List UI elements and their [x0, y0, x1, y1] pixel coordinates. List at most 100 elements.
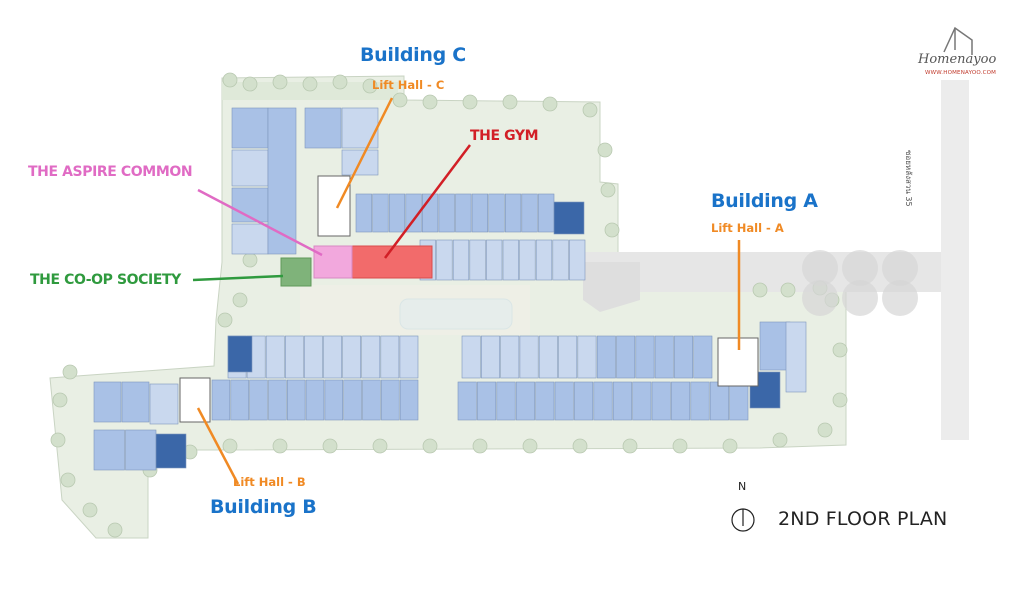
unit [227, 335, 253, 373]
unit [323, 335, 342, 379]
tree-icon [780, 282, 796, 298]
tree-icon [332, 74, 348, 90]
road-pattern [802, 280, 838, 316]
unit [93, 429, 125, 471]
unit [93, 381, 122, 423]
unit [388, 193, 406, 233]
unit [654, 335, 674, 379]
unit [381, 379, 400, 421]
unit [461, 335, 481, 379]
unit [632, 381, 652, 421]
unit [554, 381, 574, 421]
unit [500, 335, 520, 379]
tree-icon [82, 502, 98, 518]
unit [125, 429, 157, 471]
unit [452, 239, 470, 281]
tree-icon [622, 438, 638, 454]
tree-icon [542, 96, 558, 112]
leader-hall-c [335, 97, 394, 209]
tree-icon [722, 438, 738, 454]
unit [284, 335, 304, 379]
road-pattern [842, 250, 878, 286]
brand-name: Homenayoo [918, 52, 997, 67]
building-b-label: Building B [210, 496, 317, 518]
tree-icon [372, 438, 388, 454]
lift-hall-c-label: Lift Hall - C [372, 78, 445, 92]
tree-icon [597, 142, 613, 158]
unit [535, 239, 553, 281]
unit [231, 107, 269, 149]
tree-icon [272, 438, 288, 454]
unit [488, 193, 505, 233]
road-label: ซอยหลังสวน 35 [904, 150, 913, 207]
north-arrow [731, 508, 755, 532]
unit [469, 239, 486, 281]
unit [759, 321, 791, 371]
house-roof [943, 26, 973, 55]
unit [457, 381, 477, 421]
road-pattern [802, 250, 838, 286]
unit [149, 383, 179, 425]
unit [480, 335, 500, 379]
brand-url: WWW.HOMENAYOO.COM [925, 70, 997, 76]
tree-icon [52, 392, 68, 408]
unit [343, 379, 362, 421]
tree-icon [462, 94, 478, 110]
unit [693, 335, 713, 379]
leader-aspire [197, 188, 323, 257]
leader-coop [192, 274, 284, 282]
tree-icon [522, 438, 538, 454]
unit [230, 379, 249, 421]
road-pattern [882, 280, 918, 316]
tree-icon [322, 438, 338, 454]
unit [574, 381, 594, 421]
leader-hall-b [196, 407, 240, 485]
road-pattern [842, 280, 878, 316]
unit [438, 193, 455, 233]
unit [535, 381, 555, 421]
unit [538, 193, 555, 233]
unit [211, 379, 231, 421]
unit [577, 335, 597, 379]
tree-icon [62, 364, 78, 380]
tree-icon [50, 432, 66, 448]
unit [304, 335, 323, 379]
building-a-label: Building A [711, 190, 818, 212]
unit [405, 193, 422, 233]
tree-icon [107, 522, 123, 538]
unit [304, 107, 342, 149]
unit [709, 381, 729, 421]
gym-area [351, 245, 433, 279]
tree-icon [222, 72, 238, 88]
unit [265, 335, 285, 379]
road-pattern [882, 250, 918, 286]
tree-icon [217, 312, 233, 328]
coop-society-area [280, 257, 312, 287]
lift-hall-b [179, 377, 211, 423]
unit [538, 335, 558, 379]
tree-icon [600, 182, 616, 198]
unit [515, 381, 535, 421]
unit [612, 381, 632, 421]
tree-icon [242, 76, 258, 92]
unit [155, 433, 187, 469]
unit [519, 335, 539, 379]
tree-icon [817, 422, 833, 438]
unit [496, 381, 516, 421]
tree-icon [362, 78, 378, 94]
unit [471, 193, 489, 233]
unit [455, 193, 472, 233]
unit [249, 379, 268, 421]
tree-icon [772, 432, 788, 448]
unit [362, 379, 381, 421]
building-c-label: Building C [360, 44, 466, 66]
unit [399, 335, 419, 379]
unit [399, 379, 419, 421]
deck [300, 285, 530, 335]
unit [286, 379, 306, 421]
unit [674, 335, 694, 379]
unit [436, 239, 453, 281]
unit [596, 335, 616, 379]
unit [267, 107, 297, 255]
north-label: N [738, 480, 747, 493]
